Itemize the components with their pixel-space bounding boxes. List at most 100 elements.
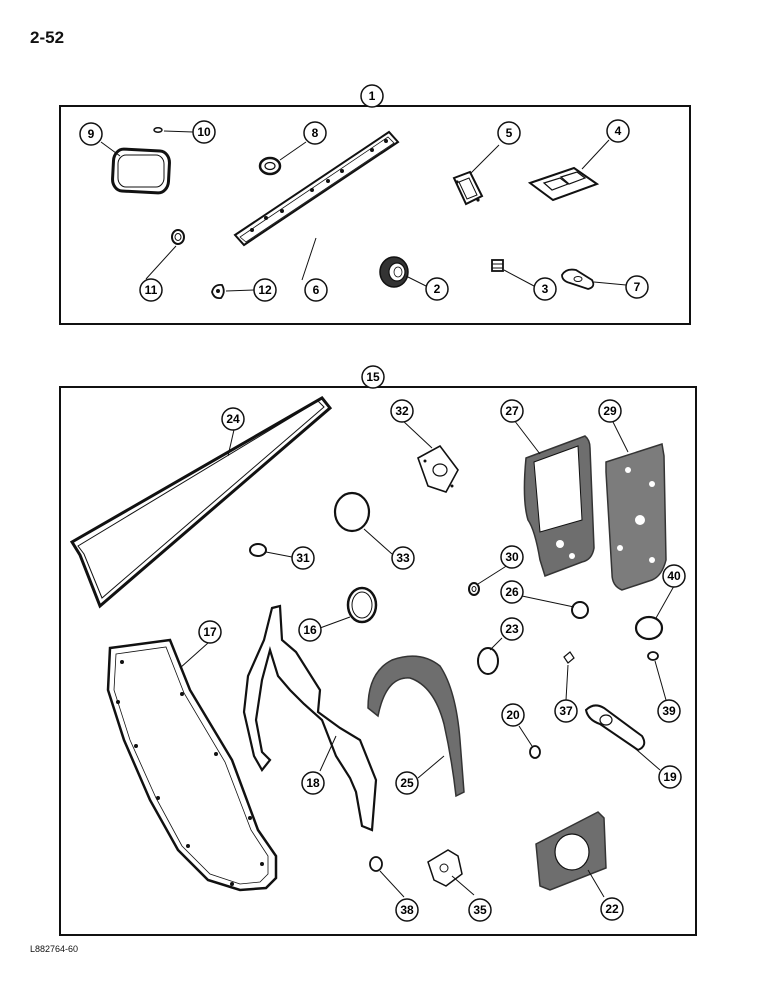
callout-6: 6 [304, 278, 328, 302]
callout-label: 39 [662, 704, 676, 718]
callout-9: 9 [79, 122, 103, 146]
callout-11: 11 [139, 278, 163, 302]
callout-label: 12 [258, 283, 272, 297]
callout-8: 8 [303, 121, 327, 145]
callout-23: 23 [500, 617, 524, 641]
part-22-gasket [535, 811, 607, 891]
part-39-o-ring [647, 651, 659, 661]
callout-16: 16 [298, 618, 322, 642]
part-37 [563, 651, 575, 664]
callout-37: 37 [554, 699, 578, 723]
part-24-gasket [69, 396, 333, 609]
callout-31: 31 [291, 546, 315, 570]
callout-18: 18 [301, 771, 325, 795]
part-27-gasket [523, 435, 595, 577]
callout-26: 26 [500, 580, 524, 604]
callout-label: 40 [667, 569, 681, 583]
callout-label: 23 [505, 622, 519, 636]
callout-label: 6 [313, 283, 320, 297]
callout-label: 2 [434, 282, 441, 296]
callout-2: 2 [425, 277, 449, 301]
callout-label: 37 [559, 704, 573, 718]
callout-35: 35 [468, 898, 492, 922]
part-12 [211, 283, 225, 300]
callout-10: 10 [192, 120, 216, 144]
part-38-o-ring [369, 856, 383, 872]
callout-32: 32 [390, 399, 414, 423]
callout-label: 16 [303, 623, 317, 637]
part-5-gasket [452, 170, 484, 206]
part-2-seal [379, 256, 409, 288]
callout-39: 39 [657, 699, 681, 723]
callout-label: 5 [506, 126, 513, 140]
callout-1: 1 [360, 84, 384, 108]
part-20-o-ring [529, 745, 541, 759]
callout-29: 29 [598, 399, 622, 423]
callout-12: 12 [253, 278, 277, 302]
callout-19: 19 [658, 765, 682, 789]
callout-label: 29 [603, 404, 617, 418]
callout-label: 9 [88, 127, 95, 141]
callout-label: 17 [203, 625, 217, 639]
part-33-o-ring [333, 491, 371, 533]
callout-7: 7 [625, 275, 649, 299]
callout-label: 33 [396, 551, 410, 565]
callout-label: 15 [366, 370, 380, 384]
part-31-o-ring [249, 543, 267, 557]
callout-label: 20 [506, 708, 520, 722]
callout-15: 15 [361, 365, 385, 389]
callout-label: 24 [226, 412, 240, 426]
part-23-o-ring [477, 647, 499, 675]
callout-27: 27 [500, 399, 524, 423]
part-26-o-ring [571, 601, 589, 619]
callout-38: 38 [395, 898, 419, 922]
part-17-gasket [106, 638, 278, 892]
callout-label: 11 [145, 283, 158, 297]
part-30-seal [468, 582, 480, 596]
callout-30: 30 [500, 545, 524, 569]
part-29-gasket [605, 443, 667, 591]
callout-22: 22 [600, 897, 624, 921]
part-19-gasket [584, 704, 646, 752]
part-6-gasket [233, 130, 400, 247]
callout-17: 17 [198, 620, 222, 644]
part-9-seal [111, 147, 171, 195]
callout-label: 18 [306, 776, 320, 790]
leader-lines [100, 97, 675, 898]
part-11-seal [171, 229, 185, 245]
callout-40: 40 [662, 564, 686, 588]
callout-20: 20 [501, 703, 525, 727]
part-7-gasket [561, 268, 595, 290]
drawing-code: L882764-60 [30, 944, 79, 954]
callout-label: 27 [505, 404, 519, 418]
part-10-o-ring [153, 127, 163, 133]
callout-label: 32 [395, 404, 409, 418]
part-35-gasket [427, 849, 463, 887]
callout-label: 19 [663, 770, 677, 784]
part-8-seal [258, 156, 282, 176]
part-32-gasket [417, 444, 459, 493]
part-25-gasket [367, 655, 465, 798]
callout-label: 4 [615, 124, 622, 138]
callout-label: 3 [542, 282, 549, 296]
callout-5: 5 [497, 121, 521, 145]
callout-24: 24 [221, 407, 245, 431]
page-number: 2-52 [30, 28, 65, 47]
callout-label: 30 [505, 550, 519, 564]
callout-label: 26 [505, 585, 519, 599]
callout-label: 1 [369, 89, 376, 103]
part-4-gasket [527, 166, 600, 202]
part-16-seal [346, 586, 378, 624]
callout-label: 31 [296, 551, 310, 565]
callout-33: 33 [391, 546, 415, 570]
part-18-gasket [242, 604, 378, 832]
callout-label: 25 [400, 776, 414, 790]
callout-25: 25 [395, 771, 419, 795]
part-40-o-ring [634, 615, 664, 641]
callout-label: 10 [197, 125, 211, 139]
callout-label: 8 [312, 126, 319, 140]
callout-label: 35 [473, 903, 487, 917]
callout-label: 22 [605, 902, 619, 916]
part-3-plug [491, 259, 504, 272]
